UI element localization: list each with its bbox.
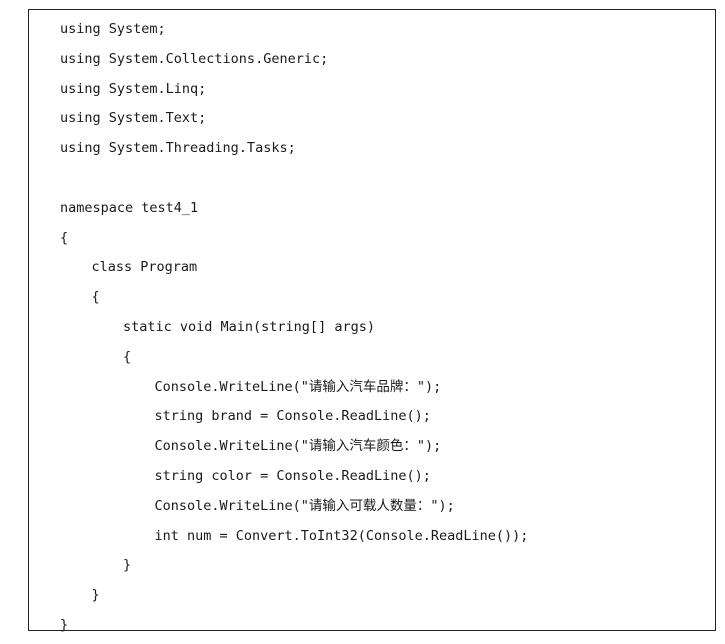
code-line: namespace test4_1 bbox=[60, 199, 199, 216]
code-line: { bbox=[123, 348, 132, 365]
code-line: int num = Convert.ToInt32(Console.ReadLi… bbox=[154, 527, 529, 544]
code-line: using System.Linq; bbox=[60, 80, 207, 97]
code-line: using System.Collections.Generic; bbox=[60, 50, 329, 67]
code-listing: using System; using System.Collections.G… bbox=[29, 15, 528, 641]
code-line: using System.Text; bbox=[60, 110, 207, 127]
code-line: Console.WriteLine("请输入可载人数量："); bbox=[154, 497, 455, 514]
code-line: using System; bbox=[60, 21, 166, 37]
code-listing-frame: using System; using System.Collections.G… bbox=[28, 9, 716, 633]
code-line bbox=[29, 164, 528, 194]
code-line: Console.WriteLine("请输入汽车品牌："); bbox=[154, 378, 442, 395]
code-line: } bbox=[123, 557, 132, 574]
code-line: } bbox=[91, 587, 100, 604]
code-line: string brand = Console.ReadLine(); bbox=[154, 408, 431, 425]
code-line: { bbox=[91, 289, 100, 306]
code-line: using System.Threading.Tasks; bbox=[60, 140, 296, 157]
code-line: class Program bbox=[91, 259, 198, 276]
code-line: Console.WriteLine("请输入汽车颜色："); bbox=[154, 438, 442, 455]
code-line: string color = Console.ReadLine(); bbox=[154, 467, 431, 484]
code-line: } bbox=[60, 616, 69, 633]
code-line: { bbox=[60, 229, 69, 246]
code-line: static void Main(string[] args) bbox=[123, 318, 375, 335]
